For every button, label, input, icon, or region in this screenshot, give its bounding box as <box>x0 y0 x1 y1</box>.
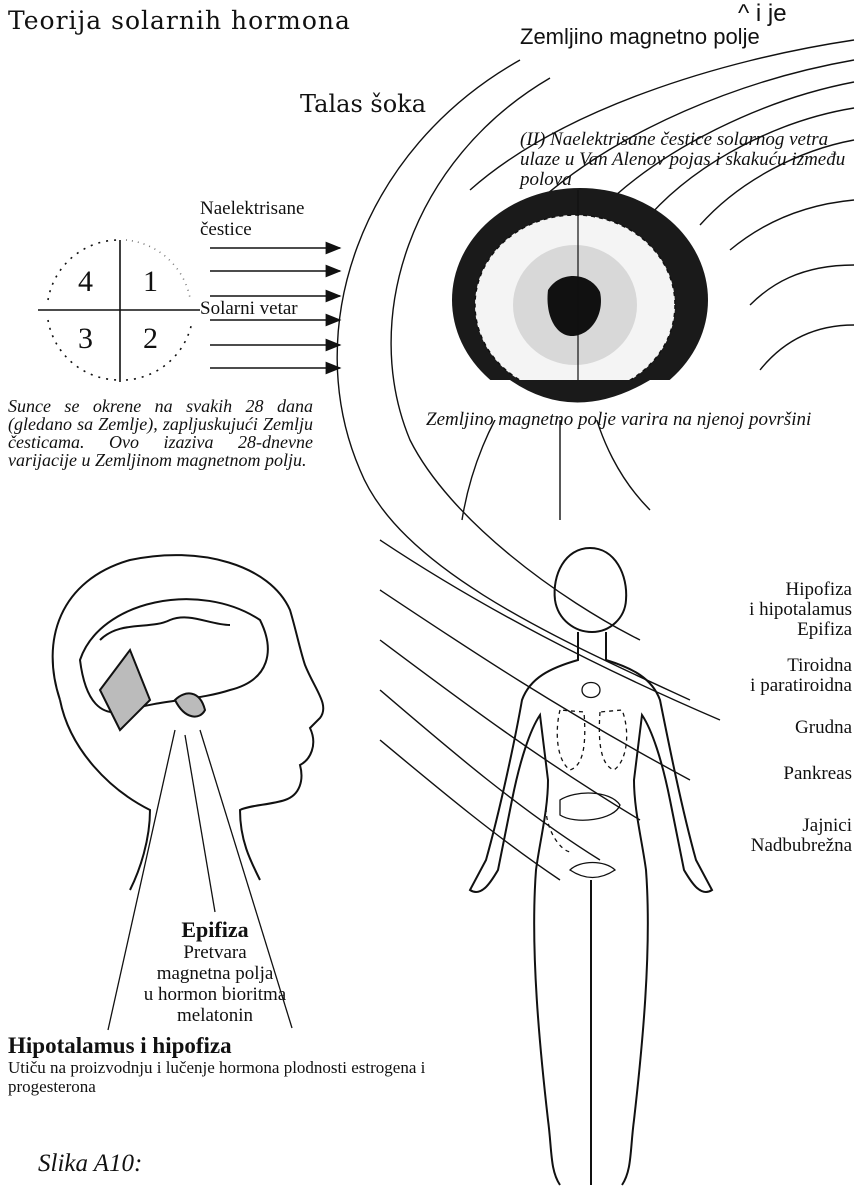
gland-label-pancreas: Pankreas <box>783 764 852 784</box>
sun-rotation-note: Sunce se okrene na svakih 28 dana (gleda… <box>8 397 313 469</box>
earth-van-allen-belt <box>452 188 708 420</box>
figure-caption: Slika A10: <box>38 1150 142 1178</box>
internal-organs <box>546 683 627 878</box>
quadrant-4-label: 4 <box>78 265 93 299</box>
gland-label-breast: Grudna <box>795 718 852 738</box>
magnetic-field-label: Zemljino magnetno polje <box>520 24 760 50</box>
quadrant-3-label: 3 <box>78 322 93 356</box>
head-profile <box>53 555 324 890</box>
page-title: Teorija solarnih hormona <box>8 6 351 35</box>
solar-wind-label: Solarni vetar <box>200 298 298 319</box>
van-allen-note: (II) Naelektrisane čestice solarnog vetr… <box>520 130 850 190</box>
field-variation-label: Zemljino magnetno polje varira na njenoj… <box>426 410 811 430</box>
quadrant-2-label: 2 <box>143 322 158 356</box>
gland-label-pituitary: Hipofiza i hipotalamus Epifiza <box>749 580 852 640</box>
sun-quadrant-diagram <box>38 240 200 382</box>
female-body <box>470 548 712 1185</box>
gland-label-ovaries-adrenal: Jajnici Nadbubrežna <box>751 816 852 856</box>
epiphysis-title: Epifiza <box>110 917 320 943</box>
hypothalamus-title: Hipotalamus i hipofiza <box>8 1033 232 1059</box>
hypothalamus-description: Utiču na proizvodnju i lučenje hormona p… <box>8 1058 428 1096</box>
charged-particles-label: Naelektrisane čestice <box>200 198 304 240</box>
gland-label-thyroid: Tiroidna i paratiroidna <box>750 656 852 696</box>
epiphysis-description: Pretvara magnetna polja u hormon bioritm… <box>95 942 335 1026</box>
shock-wave-label: Talas šoka <box>300 90 426 118</box>
quadrant-1-label: 1 <box>143 265 158 299</box>
